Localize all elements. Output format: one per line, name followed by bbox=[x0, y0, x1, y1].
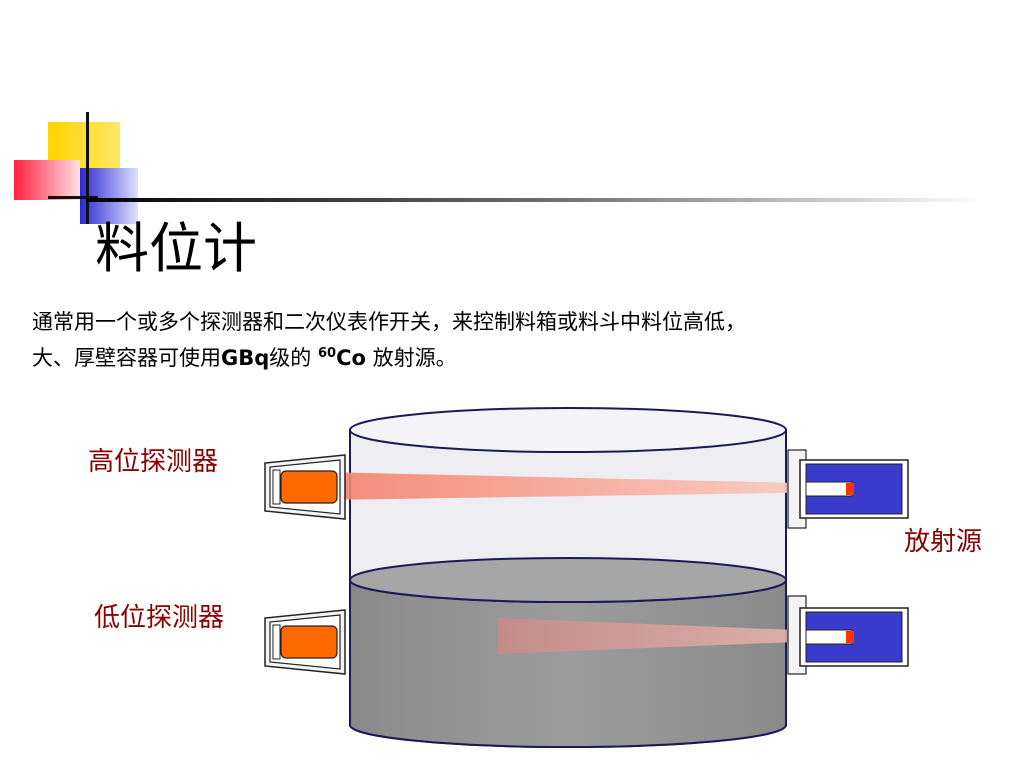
high-detector bbox=[264, 454, 346, 520]
description-mid: 级的 bbox=[269, 346, 318, 370]
description-prefix: 大、厚壁容器可使用 bbox=[32, 346, 221, 370]
title-decoration bbox=[14, 112, 986, 224]
description-line-1: 通常用一个或多个探测器和二次仪表作开关，来控制料箱或料斗中料位高低， bbox=[32, 308, 746, 336]
high-source bbox=[787, 449, 909, 529]
high-beam bbox=[322, 472, 845, 500]
low-detector bbox=[264, 609, 346, 675]
low-detector-crystal bbox=[280, 625, 338, 659]
red-square bbox=[14, 160, 80, 200]
title-underline bbox=[86, 198, 986, 202]
high-source-capsule bbox=[846, 483, 854, 495]
page-title: 料位计 bbox=[95, 217, 257, 280]
low-source-capsule bbox=[846, 631, 854, 643]
material-fill bbox=[349, 579, 787, 748]
short-horizontal-rule bbox=[48, 196, 98, 199]
low-source bbox=[787, 595, 909, 675]
vertical-rule bbox=[86, 112, 89, 224]
high-detector-label: 高位探测器 bbox=[88, 447, 219, 477]
isotope-symbol: Co bbox=[336, 346, 366, 370]
container-top bbox=[349, 407, 787, 453]
unit-gbq: GBq bbox=[221, 346, 270, 370]
high-detector-crystal bbox=[280, 470, 338, 504]
description-text-1: 通常用一个或多个探测器和二次仪表作开关，来控制料箱或料斗中料位高低， bbox=[32, 310, 746, 334]
description-line-2: 大、厚壁容器可使用GBq级的 60Co 放射源。 bbox=[32, 340, 457, 372]
source-label: 放射源 bbox=[904, 527, 983, 557]
low-beam bbox=[498, 618, 845, 654]
low-detector-label: 低位探测器 bbox=[94, 603, 225, 633]
isotope-mass-number: 60 bbox=[317, 346, 337, 361]
material-surface bbox=[349, 557, 787, 603]
description-suffix: 放射源。 bbox=[365, 346, 457, 370]
